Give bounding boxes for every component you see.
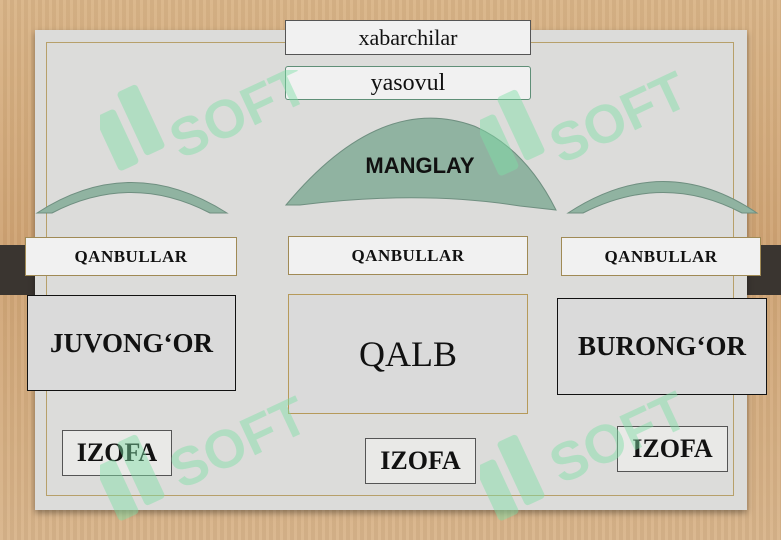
qalb-box: QALB (288, 294, 528, 414)
izofa-left-box: IZOFA (62, 430, 172, 476)
svg-text:SOFT: SOFT (541, 70, 697, 176)
izofa-right-box: IZOFA (617, 426, 728, 472)
soft-logo-watermark-top-left: SOFT (100, 70, 300, 171)
burongor-box: BURONG‘OR (557, 298, 767, 395)
manglay-label: MANGLAY (365, 153, 475, 178)
svg-text:SOFT: SOFT (541, 380, 697, 495)
yasovul-box: yasovul (285, 66, 531, 100)
soft-logo-watermark-bottom-left: SOFT (100, 385, 317, 521)
xabarchilar-box: xabarchilar (285, 20, 531, 55)
svg-text:SOFT: SOFT (161, 385, 317, 500)
center-arch-shape (284, 117, 557, 211)
svg-text:SOFT: SOFT (161, 70, 300, 171)
qanbullar-right-box: QANBULLAR (561, 237, 761, 276)
soft-logo-watermark-top-right: SOFT (480, 70, 697, 176)
left-arch-shape (35, 182, 229, 214)
juvongor-box: JUVONG‘OR (27, 295, 236, 391)
izofa-center-box: IZOFA (365, 438, 476, 484)
soft-logo-watermark-bottom-right: SOFT (480, 380, 697, 521)
right-arch-shape (566, 181, 759, 214)
qanbullar-center-box: QANBULLAR (288, 236, 528, 275)
qanbullar-left-box: QANBULLAR (25, 237, 237, 276)
